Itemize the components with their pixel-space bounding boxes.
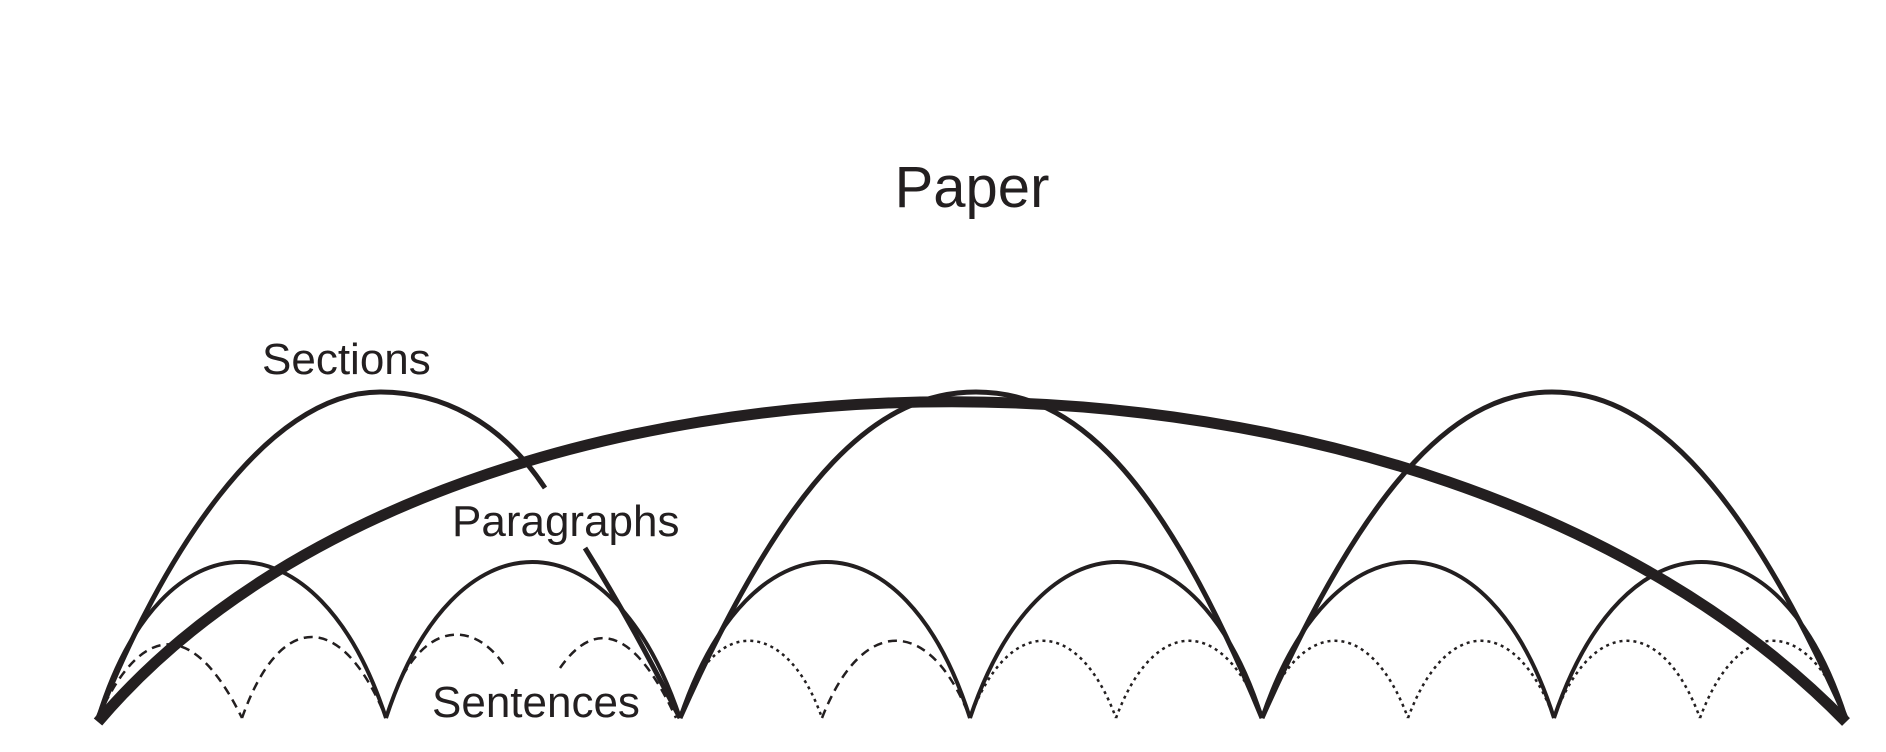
paragraphs-label: Paragraphs — [452, 497, 679, 546]
sentence-arc — [1114, 639, 1264, 719]
paragraph-arc — [1260, 560, 1556, 719]
sections-label: Sections — [262, 335, 431, 384]
sentences-label: Sentences — [432, 678, 640, 727]
sentence-arc — [968, 639, 1118, 719]
paragraph-arc — [384, 560, 682, 719]
sentence-arc — [558, 636, 678, 719]
sentence-arc — [1260, 639, 1410, 719]
sentence-arc — [678, 639, 824, 719]
sentence-arc — [96, 643, 244, 719]
paper-label: Paper — [895, 155, 1050, 220]
sentence-arc — [1698, 639, 1848, 719]
sentence-arc — [1552, 639, 1702, 719]
paragraph-arcs — [96, 560, 1848, 719]
section-arc — [1259, 389, 1849, 720]
section-arc — [677, 389, 1265, 720]
sentence-arc — [1406, 639, 1556, 719]
paragraph-arc — [1552, 560, 1848, 719]
section-arc — [95, 389, 548, 719]
paragraph-arc — [968, 560, 1264, 719]
sentence-arc — [240, 635, 388, 719]
sentence-arc — [820, 639, 972, 719]
paper-arc — [93, 396, 1850, 726]
section-arc — [582, 546, 683, 720]
paragraph-arc — [678, 560, 972, 719]
section-arcs — [95, 389, 1849, 720]
paragraph-arc — [96, 560, 388, 719]
